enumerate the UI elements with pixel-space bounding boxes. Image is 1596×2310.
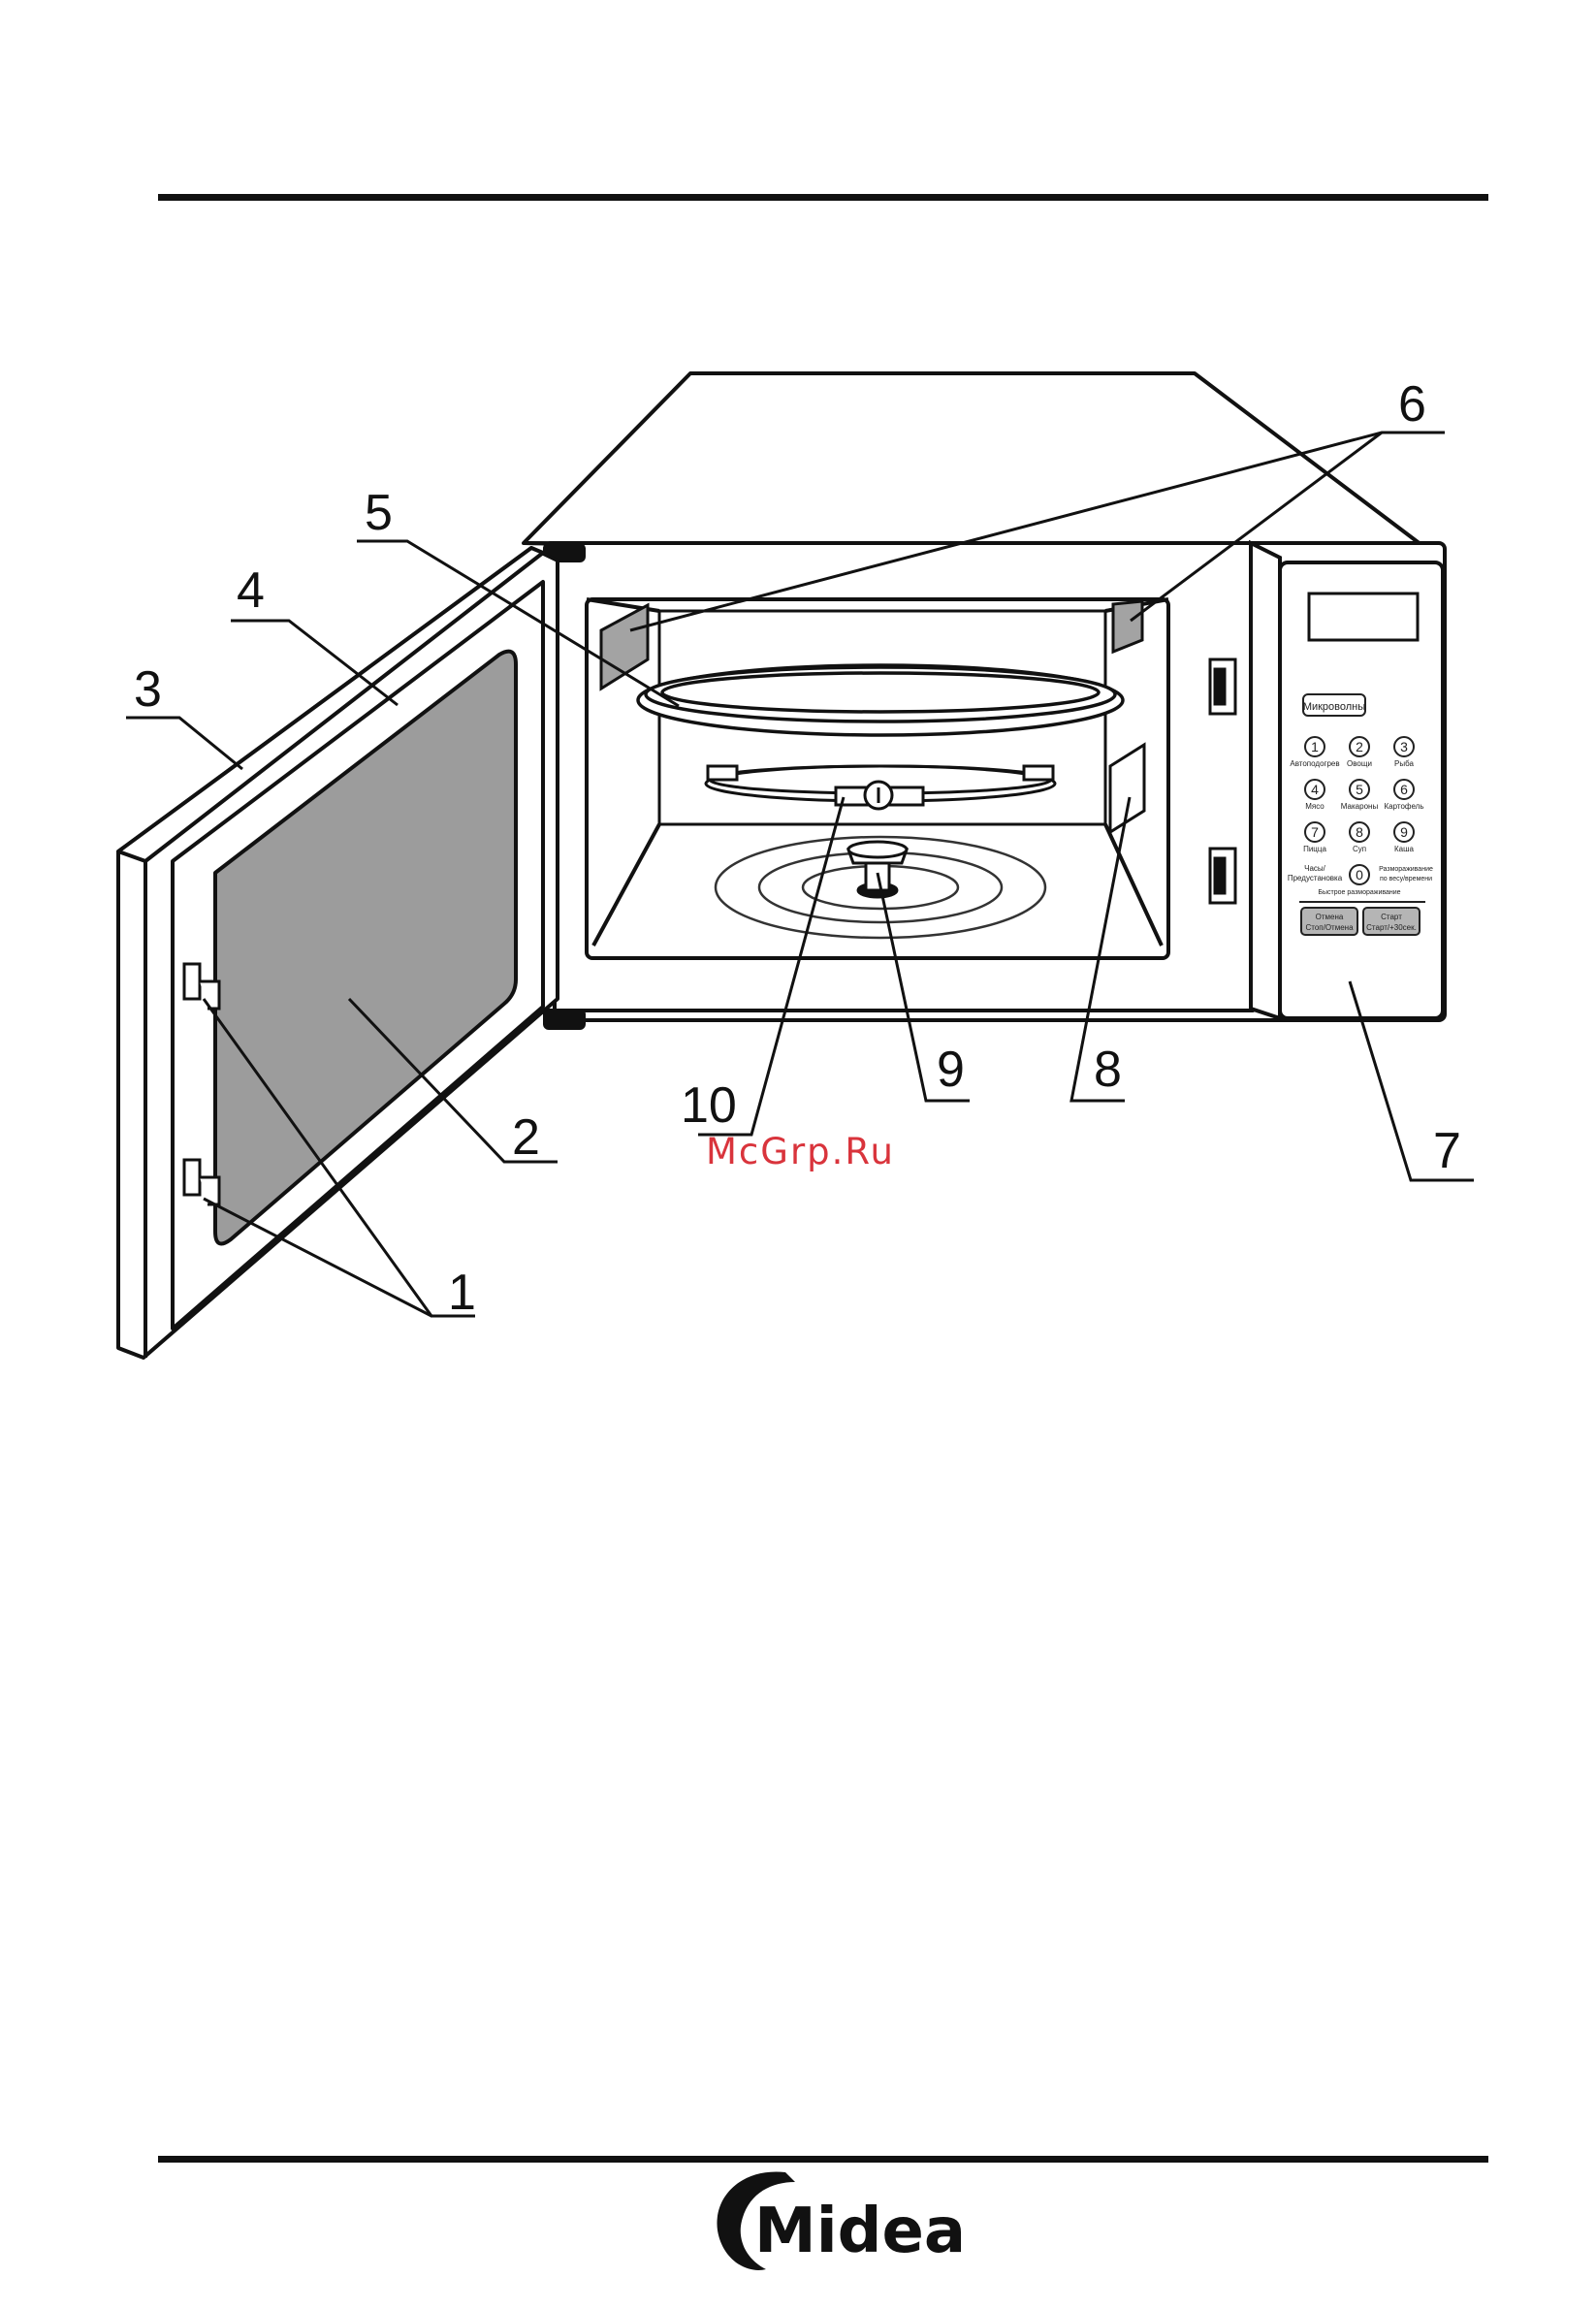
key-0-digit: 0: [1356, 867, 1363, 882]
key-4-digit: 4: [1311, 782, 1319, 797]
callout-8: 8: [1094, 1042, 1122, 1098]
key-2-digit: 2: [1356, 739, 1363, 754]
brand-wordmark: Midea: [754, 2196, 966, 2267]
glass-turntable: [638, 665, 1123, 735]
callout-5: 5: [365, 485, 393, 541]
callout-6: 6: [1398, 376, 1426, 433]
key-1-label: Автоподогрев: [1290, 759, 1339, 768]
clock-label-1: Часы/: [1304, 864, 1326, 873]
key-6-digit: 6: [1400, 782, 1408, 797]
footer-rule: [158, 2156, 1488, 2163]
watermark: McGrp.Ru: [706, 1131, 895, 1172]
oven-door: [118, 548, 558, 1358]
key-3-digit: 3: [1400, 739, 1408, 754]
display-window: [1309, 594, 1418, 640]
callout-9: 9: [937, 1042, 965, 1098]
key-9-label: Каша: [1394, 845, 1415, 853]
key-6-label: Картофель: [1384, 802, 1423, 811]
key-4-label: Мясо: [1305, 802, 1325, 811]
defrost-label-1: Размораживание: [1379, 866, 1433, 873]
callout-2: 2: [512, 1109, 540, 1166]
key-5-label: Макароны: [1341, 802, 1379, 811]
callout-7: 7: [1433, 1123, 1461, 1179]
microwave-mode-label: Микроволны: [1303, 701, 1365, 713]
start-button-bottom: Старт/+30сек.: [1366, 923, 1417, 932]
callout-3: 3: [134, 661, 162, 718]
control-panel: Микроволны 1 Автоподогрев 2 Овощи 3 Рыба…: [1251, 543, 1443, 1018]
key-7-digit: 7: [1311, 824, 1319, 840]
brand-logo: Midea: [717, 2171, 966, 2269]
oven-cavity: [587, 599, 1168, 958]
callout-1: 1: [448, 1265, 476, 1321]
clock-label-2: Предустановка: [1288, 874, 1343, 882]
key-2-label: Овощи: [1347, 759, 1372, 768]
key-0-label: Быстрое размораживание: [1318, 889, 1400, 896]
header-rule: [158, 194, 1488, 201]
key-1-digit: 1: [1311, 739, 1319, 754]
key-9-digit: 9: [1400, 824, 1408, 840]
callout-10: 10: [681, 1077, 737, 1134]
key-8-label: Суп: [1353, 845, 1366, 853]
stop-button-top: Отмена: [1316, 913, 1344, 921]
key-8-digit: 8: [1356, 824, 1363, 840]
key-3-label: Рыба: [1394, 759, 1414, 768]
defrost-label-2: по весу/времени: [1380, 876, 1432, 882]
stop-button-bottom: Стоп/Отмена: [1305, 923, 1354, 932]
key-5-digit: 5: [1356, 782, 1363, 797]
key-7-label: Пицца: [1303, 845, 1326, 853]
callout-4: 4: [237, 562, 265, 619]
start-button-top: Старт: [1381, 913, 1402, 921]
